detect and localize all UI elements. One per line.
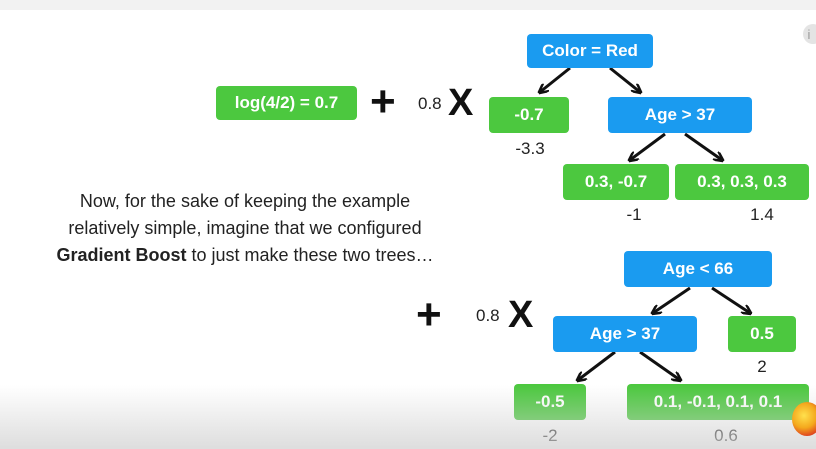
plus-sign-1: + — [370, 77, 396, 126]
tree1-left-leaf: -0.7 — [489, 97, 569, 133]
edge-t1-root-left — [540, 66, 571, 92]
tree2-left-right-leaf: 0.1, -0.1, 0.1, 0.1 — [627, 384, 809, 420]
times-sign-1: X — [448, 82, 474, 124]
initial-prediction-box: log(4/2) = 0.7 — [216, 86, 357, 120]
tree2-left-node: Age > 37 — [553, 316, 697, 352]
edge-t1-age-left — [630, 132, 666, 160]
tree2-left-right-leaf-output: 0.6 — [714, 426, 738, 445]
caption-line-3-rest: to just make these two trees… — [186, 245, 434, 265]
caption-line-2: relatively simple, imagine that we confi… — [68, 218, 422, 238]
times-sign-2: X — [508, 294, 534, 336]
caption-bold-term: Gradient Boost — [56, 245, 187, 265]
tree2-left-left-leaf-output: -2 — [542, 426, 558, 445]
tree1-right-right-leaf-output: 1.4 — [750, 205, 774, 224]
tree1-root-node: Color = Red — [527, 34, 653, 68]
edge-t1-root-right — [609, 66, 640, 92]
caption-line-3: Gradient Boost to just make these two tr… — [10, 242, 480, 269]
tree1-right-right-leaf: 0.3, 0.3, 0.3 — [675, 164, 809, 200]
plus-sign-2: + — [416, 290, 442, 339]
tree2-right-leaf: 0.5 — [728, 316, 796, 352]
tree1-right-node: Age > 37 — [608, 97, 752, 133]
caption-line-1: Now, for the sake of keeping the example — [79, 191, 411, 211]
edge-t2-root-right — [711, 286, 750, 313]
top-strip — [0, 0, 816, 10]
tree1-left-leaf-output: -3.3 — [515, 139, 545, 158]
edge-t1-age-right — [684, 132, 722, 160]
tree1-learning-rate: 0.8 — [418, 94, 442, 113]
edge-t2-age-left — [578, 350, 616, 380]
tree2-learning-rate: 0.8 — [476, 306, 500, 325]
edge-t2-age-right — [639, 350, 680, 380]
tree1-right-left-leaf: 0.3, -0.7 — [563, 164, 669, 200]
info-icon[interactable]: i — [803, 24, 816, 44]
caption-text: Now, for the sake of keeping the example… — [10, 188, 480, 269]
tree2-right-leaf-output: 2 — [757, 357, 767, 376]
tree1-right-left-leaf-output: -1 — [626, 205, 642, 224]
tree2-left-left-leaf: -0.5 — [514, 384, 586, 420]
edge-t2-root-left — [653, 286, 691, 313]
channel-logo-icon — [792, 402, 816, 436]
tree2-root-node: Age < 66 — [624, 251, 772, 287]
